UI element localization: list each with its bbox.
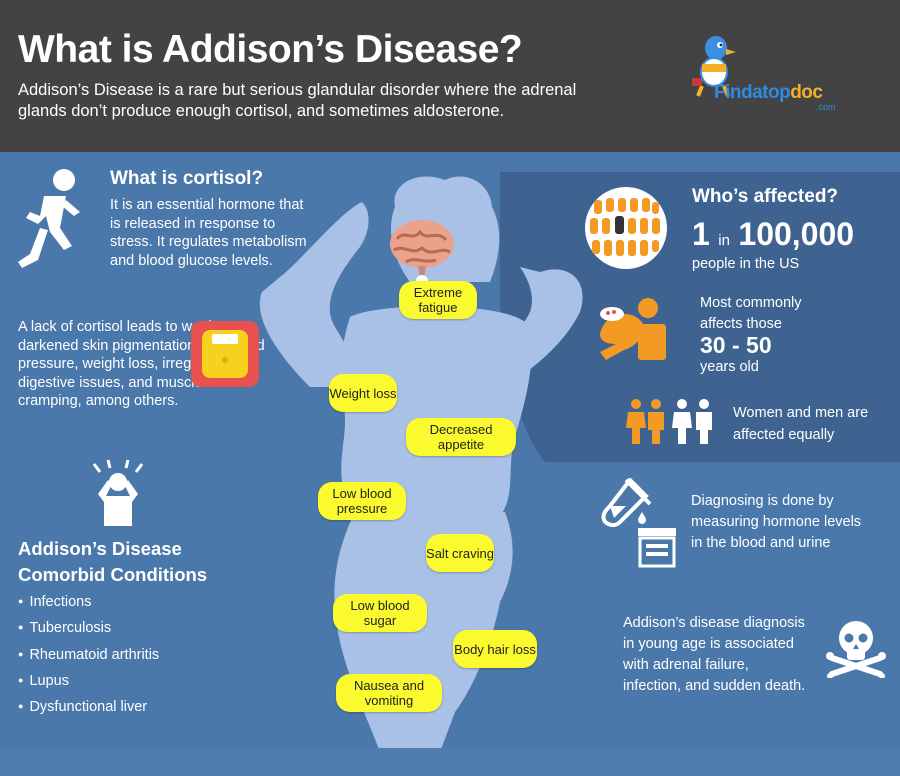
symptom-badge-decreased-appetite: Decreased appetite — [406, 418, 516, 456]
diagnosis-line-1: Diagnosing is done by — [691, 493, 834, 509]
age-line-2: affects those — [700, 316, 782, 332]
symptom-badge-body-hair-loss: Body hair loss — [453, 630, 537, 668]
young-line-4: infection, and sudden death. — [623, 678, 806, 694]
urine-sample-icon — [638, 512, 676, 568]
footer-strip — [0, 748, 900, 776]
diagnosis-line-2: measuring hormone levels — [691, 514, 862, 530]
symptom-badge-low-blood-sugar: Low blood sugar — [333, 594, 427, 632]
test-tube-icon — [601, 478, 652, 528]
list-item: Dysfunctional liver — [18, 699, 248, 725]
gender-line-1: Women and men are — [733, 405, 869, 421]
running-person-icon — [18, 169, 80, 268]
age-line-1: Most commonly — [700, 295, 802, 311]
scale-icon — [191, 321, 259, 387]
cortisol-text: It is an essential hormone that is relea… — [110, 197, 307, 269]
stressed-person-icon — [92, 459, 144, 526]
symptom-badge-weight-loss: Weight loss — [329, 374, 397, 412]
list-item: Lupus — [18, 673, 248, 699]
gender-line-2: affected equally — [733, 427, 835, 443]
lazy-person-icon — [600, 298, 666, 360]
logo-suffix: .com — [816, 102, 836, 112]
lack-of-cortisol-text: A lack of cortisol leads to weakness, da… — [18, 319, 265, 409]
cortisol-heading: What is cortisol? — [110, 168, 264, 189]
symptom-badge-extreme-fatigue: Extreme fatigue — [399, 281, 477, 319]
symptom-badge-low-blood-pressure: Low blood pressure — [318, 482, 406, 520]
logo-wordmark: Findatopdoc — [714, 82, 823, 103]
skull-crossbones-icon — [826, 621, 886, 678]
affected-ratio-caption: people in the US — [692, 256, 800, 272]
header-banner: What is Addison’s Disease? Addison’s Dis… — [0, 0, 900, 152]
symptom-badge-salt-craving: Salt craving — [426, 534, 494, 572]
list-item: Tuberculosis — [18, 620, 248, 646]
diagnosis-line-3: in the blood and urine — [691, 535, 831, 551]
list-item: Rheumatoid arthritis — [18, 647, 248, 673]
family-icon — [626, 399, 712, 444]
young-line-1: Addison’s disease diagnosis — [623, 615, 805, 631]
comorbid-list: Infections Tuberculosis Rheumatoid arthr… — [18, 594, 248, 725]
symptom-badge-nausea-vomiting: Nausea and vomiting — [336, 674, 442, 712]
page-title: What is Addison’s Disease? — [18, 28, 523, 71]
age-line-3: years old — [700, 359, 759, 375]
age-range: 30 - 50 — [700, 332, 772, 358]
affected-ratio: 1 in 100,000 — [692, 216, 855, 252]
young-line-3: with adrenal failure, — [623, 657, 749, 673]
list-item: Infections — [18, 594, 248, 620]
comorbid-heading-line2: Comorbid Conditions — [18, 564, 208, 585]
bird-mascot-icon — [692, 36, 736, 97]
affected-heading: Who’s affected? — [692, 186, 839, 207]
population-icon — [585, 187, 667, 269]
page-subtitle: Addison’s Disease is a rare but serious … — [18, 81, 577, 120]
findatopdoc-logo: Findatopdoc .com — [686, 30, 856, 112]
comorbid-heading-line1: Addison’s Disease — [18, 538, 182, 559]
main-panel: What is cortisol? It is an essential hor… — [0, 152, 900, 776]
young-line-2: in young age is associated — [623, 636, 794, 652]
brain-icon — [390, 220, 454, 284]
